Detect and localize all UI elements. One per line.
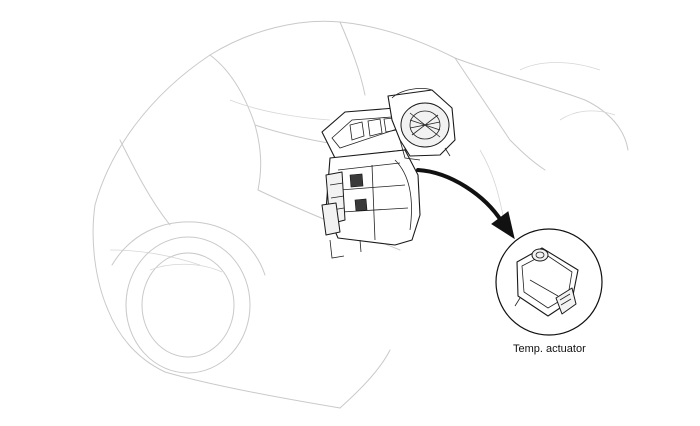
temp-actuator-callout: [495, 228, 603, 336]
callout-arrow: [416, 168, 515, 240]
hvac-assembly: [321, 88, 456, 259]
vehicle-outline: [92, 20, 629, 409]
temp-actuator-icon: [514, 247, 579, 317]
temp-actuator-label: Temp. actuator: [513, 343, 586, 355]
front-wheel: [111, 221, 266, 374]
